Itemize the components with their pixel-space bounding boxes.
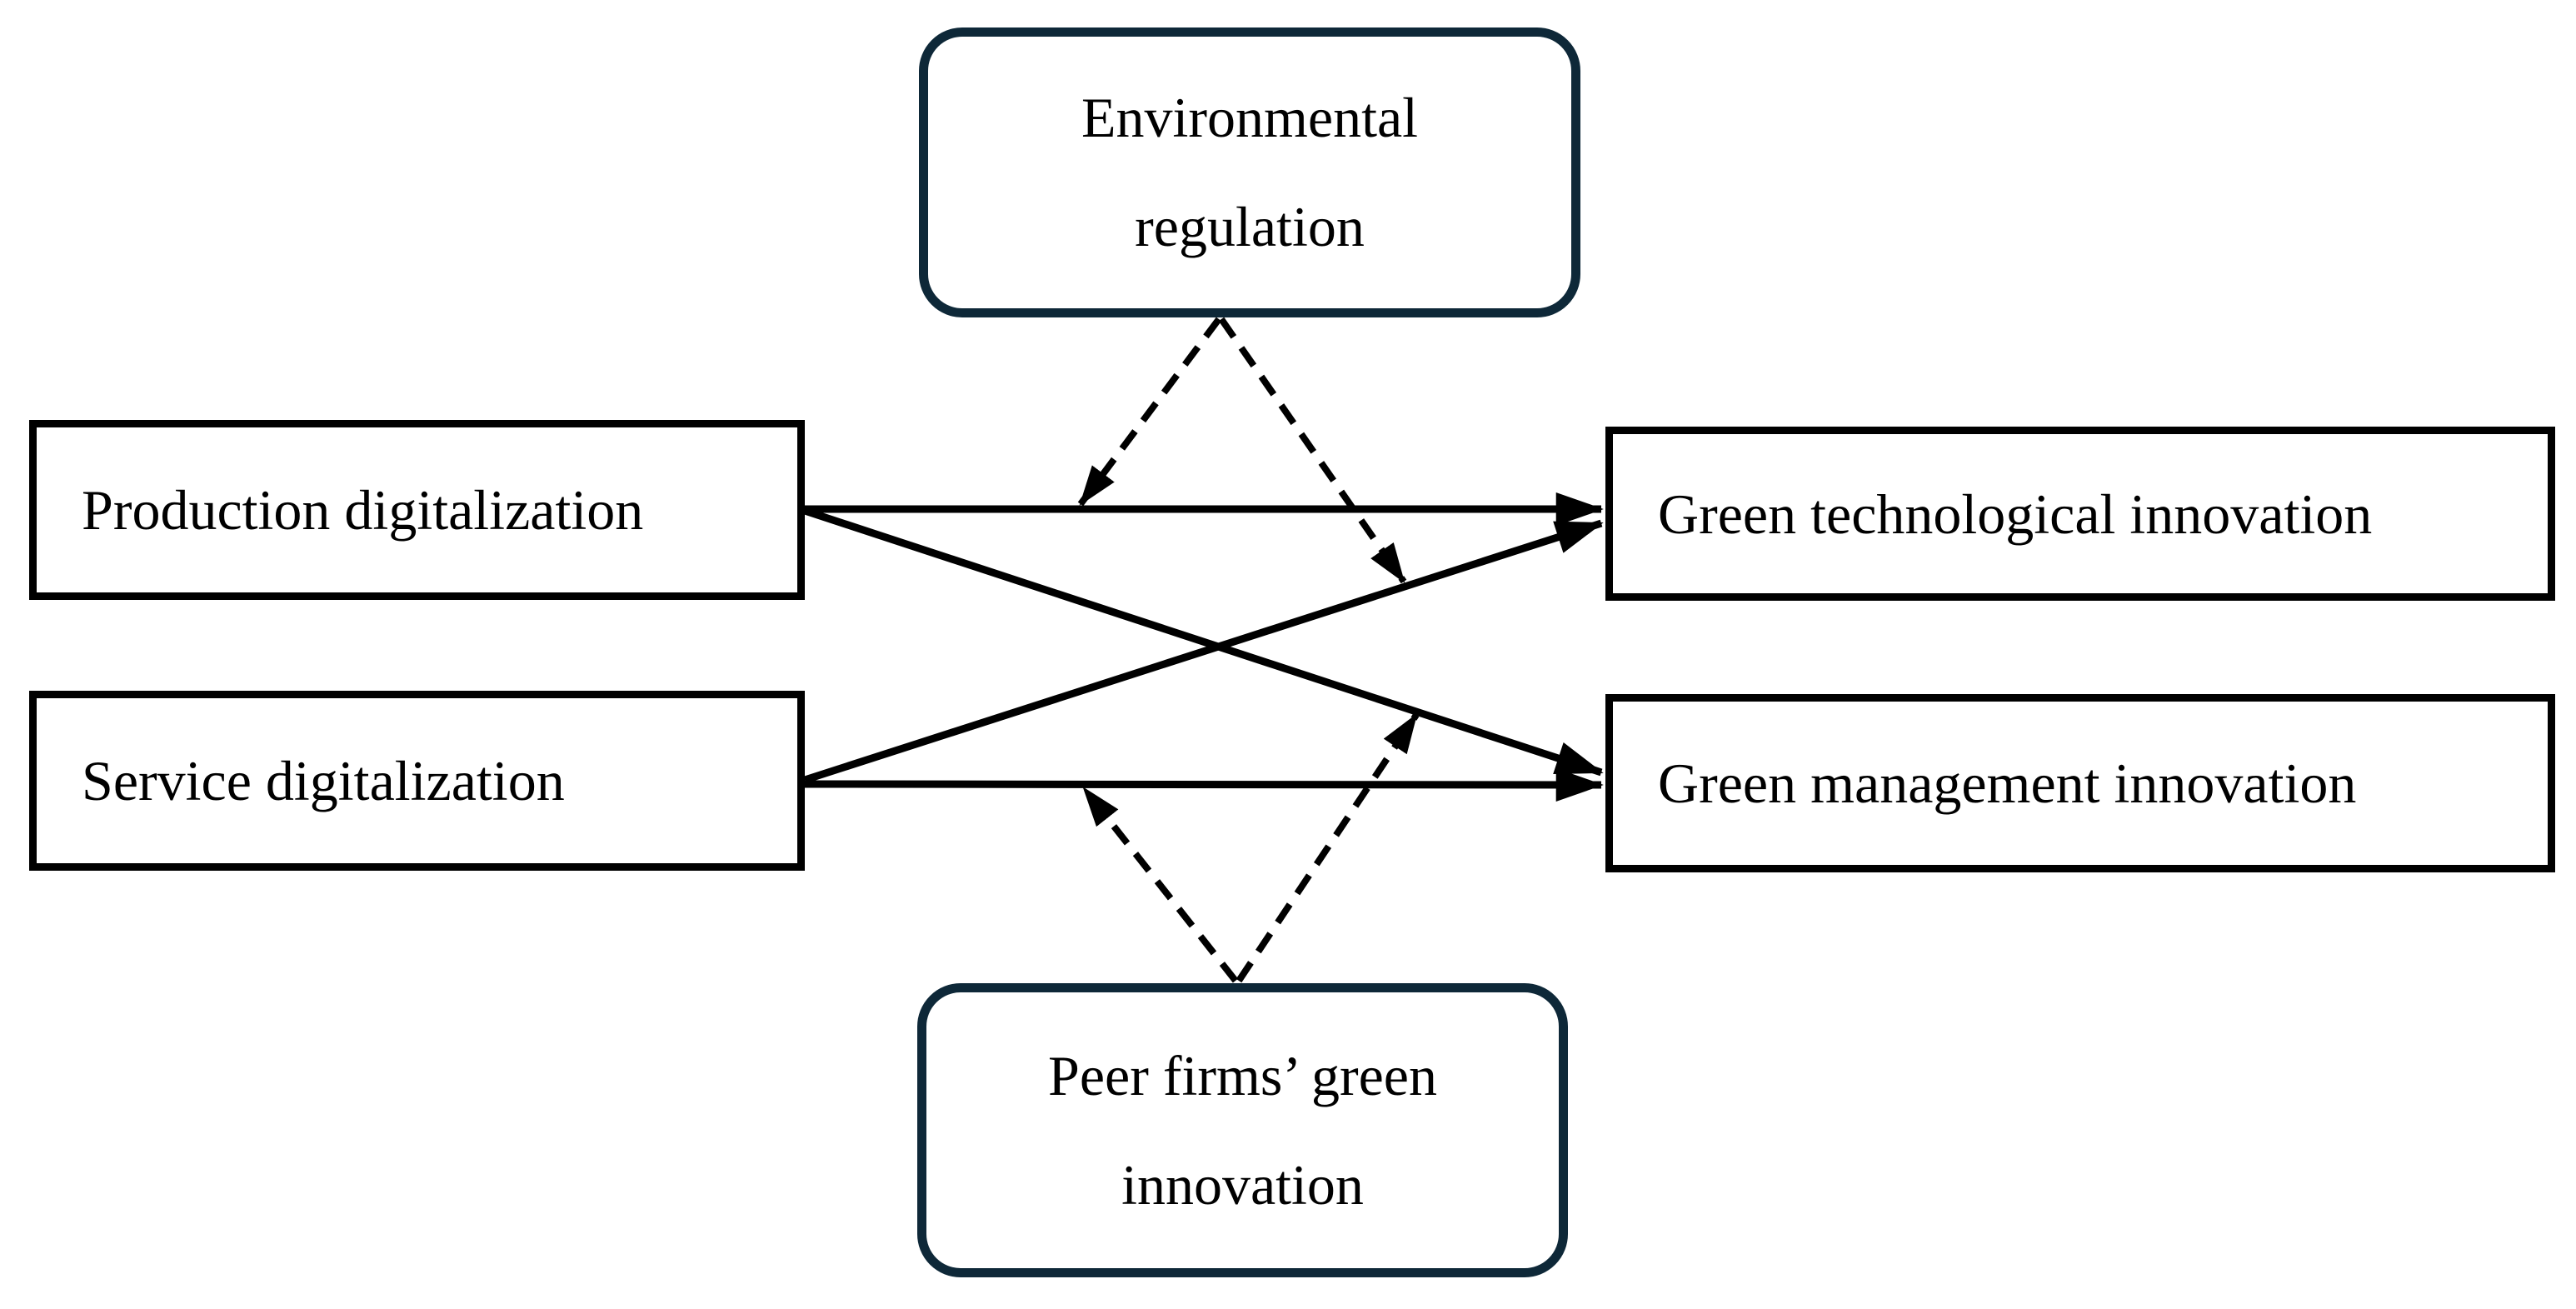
node-label: Peer firms’ green	[1048, 1043, 1437, 1107]
moderation-environmental-on-production-green-technological	[1077, 317, 1222, 507]
arrow-service-to-green-management	[804, 767, 1604, 802]
node-label: Green management innovation	[1658, 752, 2357, 815]
node-label: Production digitalization	[82, 478, 644, 542]
node-label: Green technological innovation	[1658, 482, 2373, 546]
node-label: Service digitalization	[82, 749, 565, 812]
node-green-management-innovation: Green management innovation	[1605, 694, 2555, 872]
node-green-technological-innovation: Green technological innovation	[1605, 427, 2555, 601]
arrow-service-to-green-technological	[803, 519, 1604, 784]
arrow-production-to-green-management	[803, 507, 1604, 777]
moderation-peer-on-production-green-management	[1236, 712, 1420, 983]
node-environmental-regulation: Environmental regulation	[919, 27, 1580, 317]
node-service-digitalization: Service digitalization	[29, 691, 805, 871]
node-peer-firms-green-innovation: Peer firms’ green innovation	[917, 983, 1568, 1277]
node-label: regulation	[1135, 195, 1365, 258]
node-label: Environmental	[1081, 86, 1419, 150]
node-label: innovation	[1121, 1152, 1364, 1217]
node-production-digitalization: Production digitalization	[29, 420, 805, 600]
moderation-peer-on-service-green-management	[1081, 786, 1239, 983]
moderation-environmental-on-service-green-technological	[1218, 317, 1407, 584]
